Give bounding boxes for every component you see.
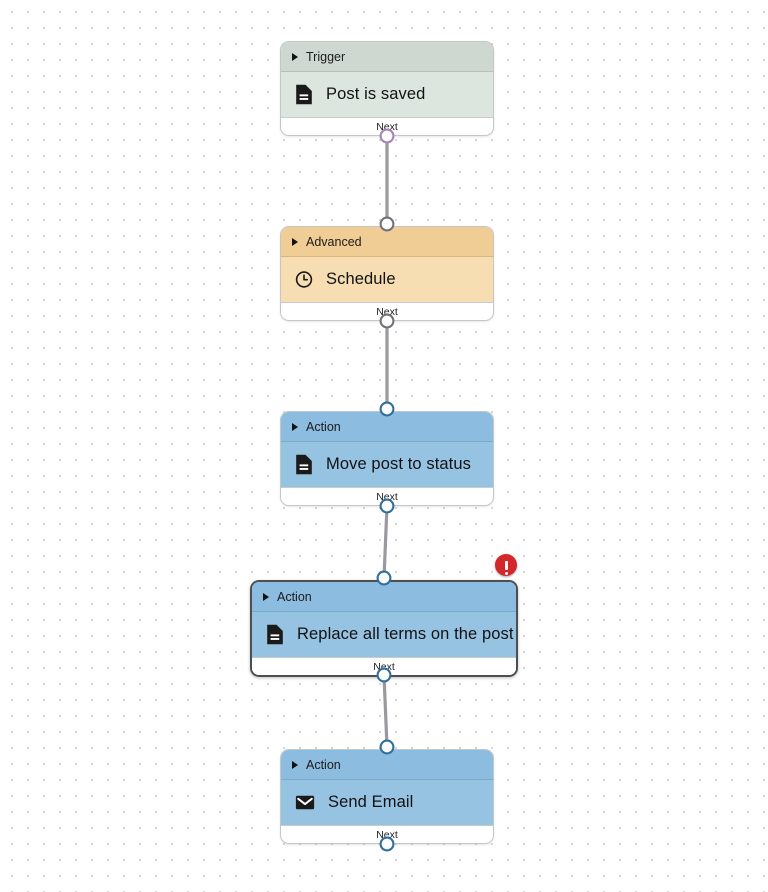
caret-right-icon[interactable] [263,592,269,601]
node-kind-label: Action [306,419,341,434]
caret-right-icon[interactable] [292,760,298,769]
port-out-trigger[interactable] [378,127,396,145]
node-kind-label: Action [306,757,341,772]
caret-right-icon[interactable] [292,52,298,61]
port-out-action-email[interactable] [378,835,396,853]
workflow-node-action-email[interactable]: Action Send Email Next [280,749,494,844]
document-icon [296,84,312,105]
node-header[interactable]: Action [281,412,493,441]
node-title: Move post to status [326,455,471,473]
node-kind-label: Action [277,589,312,604]
node-title: Replace all terms on the post [297,625,514,643]
port-out-advanced[interactable] [378,312,396,330]
clock-icon [295,271,313,288]
node-kind-label: Trigger [306,49,346,64]
error-badge[interactable] [495,554,517,576]
node-header[interactable]: Advanced [281,227,493,256]
node-next-port[interactable]: Next [281,825,493,843]
node-divider [281,441,493,442]
node-body[interactable]: Move post to status [281,442,493,487]
node-body[interactable]: Replace all terms on the post [252,612,516,657]
port-in-action-replace[interactable] [375,569,393,587]
port-in-advanced[interactable] [378,215,396,233]
node-body[interactable]: Send Email [281,780,493,825]
node-header[interactable]: Trigger [281,42,493,71]
port-out-action-replace[interactable] [375,666,393,684]
port-in-action-move[interactable] [378,400,396,418]
node-divider [252,611,516,612]
port-in-action-email[interactable] [378,738,396,756]
wire-replace-to-email [382,674,389,748]
node-title: Send Email [328,793,414,811]
node-header[interactable]: Action [281,750,493,779]
node-header[interactable]: Action [252,582,516,611]
node-divider [281,71,493,72]
node-title: Post is saved [326,85,426,103]
envelope-icon [295,795,315,810]
node-title: Schedule [326,270,396,288]
workflow-node-trigger[interactable]: Trigger Post is saved Next [280,41,494,136]
port-out-action-move[interactable] [378,497,396,515]
caret-right-icon[interactable] [292,422,298,431]
workflow-node-advanced[interactable]: Advanced Schedule Next [280,226,494,321]
node-kind-label: Advanced [306,234,362,249]
node-next-port[interactable]: Next [252,657,516,675]
node-next-port[interactable]: Next [281,117,493,135]
node-next-port[interactable]: Next [281,487,493,505]
node-next-port[interactable]: Next [281,302,493,320]
exclamation-icon [504,560,508,575]
wire-move-to-replace [382,505,389,579]
caret-right-icon[interactable] [292,237,298,246]
node-body[interactable]: Post is saved [281,72,493,117]
node-divider [281,779,493,780]
document-icon [267,624,283,645]
document-icon [296,454,312,475]
workflow-node-action-replace[interactable]: Action Replace all terms on the post Nex… [250,580,518,677]
node-body[interactable]: Schedule [281,257,493,302]
node-divider [281,256,493,257]
workflow-node-action-move[interactable]: Action Move post to status Next [280,411,494,506]
